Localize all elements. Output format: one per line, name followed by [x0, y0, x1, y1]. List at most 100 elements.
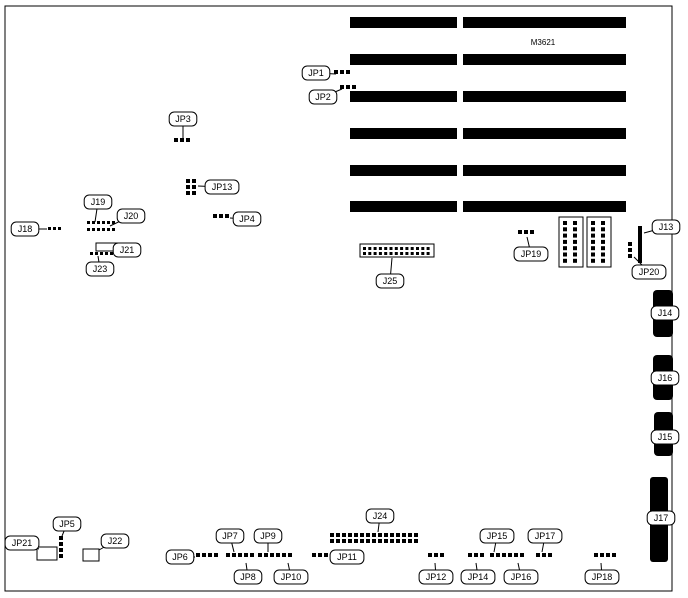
- callout-j17: J17: [646, 510, 676, 526]
- callout-box-jp7: [215, 528, 245, 544]
- expansion-slot-r5-c2: [463, 165, 626, 176]
- callout-jp2: JP2: [308, 88, 343, 105]
- callout-text-jp17: JP17: [535, 531, 556, 541]
- callout-box-j13: [651, 219, 681, 235]
- callout-j22: J22: [98, 533, 130, 551]
- callout-jp10: JP10: [273, 562, 309, 585]
- callout-j20: J20: [109, 208, 146, 227]
- jp7-jp8-pins: [226, 553, 254, 557]
- callout-box-j16: [650, 370, 680, 386]
- jp11-pins: [312, 553, 328, 557]
- callout-jp12: JP12: [418, 562, 454, 585]
- callout-j14: J14: [650, 305, 680, 321]
- callout-j24: J24: [365, 508, 395, 533]
- callout-box-jp16: [503, 569, 539, 585]
- callout-text-j25: J25: [383, 276, 398, 286]
- jp17-pins: [536, 553, 552, 557]
- callout-jp9: JP9: [253, 528, 283, 552]
- callout-jp4: JP4: [229, 211, 262, 227]
- callout-jp17: JP17: [527, 528, 563, 553]
- header-block-2-pins: [591, 221, 605, 263]
- callout-jp3: JP3: [168, 111, 198, 140]
- callout-text-jp18: JP18: [592, 572, 613, 582]
- callout-jp6: JP6: [165, 549, 195, 565]
- j23-pins: [90, 252, 113, 255]
- jp13-pins: [186, 179, 196, 195]
- j22-connector: [82, 548, 100, 562]
- callout-box-jp4: [232, 211, 262, 227]
- callout-j18: J18: [10, 221, 47, 237]
- board-outline: [4, 5, 673, 592]
- callout-text-jp4: JP4: [239, 214, 255, 224]
- callout-text-jp21: JP21: [12, 538, 33, 548]
- expansion-slot-r6-c2: [463, 201, 626, 212]
- jp2-pins: [340, 85, 356, 89]
- callout-text-j22: J22: [108, 536, 123, 546]
- jp21-connector: [36, 546, 58, 561]
- callout-box-jp17: [527, 528, 563, 544]
- callout-text-j15: J15: [658, 432, 673, 442]
- callout-box-jp1: [301, 65, 331, 81]
- header-block-1-pins: [563, 221, 577, 263]
- callout-box-j22: [100, 533, 130, 549]
- callout-j13: J13: [643, 219, 681, 235]
- callout-j25: J25: [375, 257, 405, 289]
- callout-text-jp6: JP6: [172, 552, 188, 562]
- callout-jp20: JP20: [631, 256, 667, 280]
- expansion-slot-r6-c1: [350, 201, 457, 212]
- callout-text-j20: J20: [124, 211, 139, 221]
- callout-text-j21: J21: [120, 245, 135, 255]
- callout-text-j16: J16: [658, 373, 673, 383]
- callout-box-jp20: [631, 264, 667, 280]
- callout-box-j21: [112, 242, 142, 258]
- j18-pins: [48, 227, 61, 230]
- callout-text-jp15: JP15: [487, 531, 508, 541]
- callout-box-jp5: [52, 516, 82, 532]
- callout-jp15: JP15: [479, 528, 515, 553]
- callout-text-jp8: JP8: [240, 572, 256, 582]
- expansion-slot-r2-c2: [463, 54, 626, 65]
- callout-jp1: JP1: [301, 65, 337, 81]
- callout-j16: J16: [650, 370, 680, 386]
- callout-jp21: JP21: [4, 535, 40, 551]
- callout-text-jp20: JP20: [639, 267, 660, 277]
- callout-box-j19: [83, 194, 113, 210]
- callout-text-j17: J17: [654, 513, 669, 523]
- callout-box-jp14: [460, 569, 496, 585]
- callout-jp14: JP14: [460, 562, 496, 585]
- expansion-slot-r1-c2: [463, 17, 626, 28]
- callout-jp16: JP16: [503, 562, 539, 585]
- expansion-slot-r4-c1: [350, 128, 457, 139]
- callout-text-jp9: JP9: [260, 531, 276, 541]
- callout-box-jp13: [204, 179, 240, 195]
- callout-box-j17: [646, 510, 676, 526]
- callout-box-j23: [85, 261, 115, 277]
- callout-box-jp21: [4, 535, 40, 551]
- callout-text-jp13: JP13: [212, 182, 233, 192]
- callout-jp11: JP11: [329, 549, 365, 565]
- callout-box-j14: [650, 305, 680, 321]
- callout-box-j18: [10, 221, 40, 237]
- header-block-1: [558, 216, 584, 268]
- callout-jp18: JP18: [584, 562, 620, 585]
- header-block-2: [586, 216, 612, 268]
- callout-jp5: JP5: [52, 516, 82, 537]
- jp9-jp10-pins: [258, 553, 292, 557]
- expansion-slot-r3-c1: [350, 91, 457, 102]
- callout-jp13: JP13: [197, 179, 240, 195]
- callout-jp8: JP8: [233, 562, 263, 585]
- callout-box-jp12: [418, 569, 454, 585]
- jp20-pins: [628, 242, 632, 258]
- callout-text-j24: J24: [373, 511, 388, 521]
- j13-connector: [638, 226, 642, 263]
- callout-j19: J19: [83, 194, 113, 223]
- board-model-text: M3621: [531, 38, 556, 47]
- jp15-jp16-pins: [490, 553, 524, 557]
- callout-text-jp3: JP3: [175, 114, 191, 124]
- jp3-pins: [174, 138, 190, 142]
- callout-text-jp14: JP14: [468, 572, 489, 582]
- callout-box-jp18: [584, 569, 620, 585]
- jp1-pins: [334, 70, 350, 74]
